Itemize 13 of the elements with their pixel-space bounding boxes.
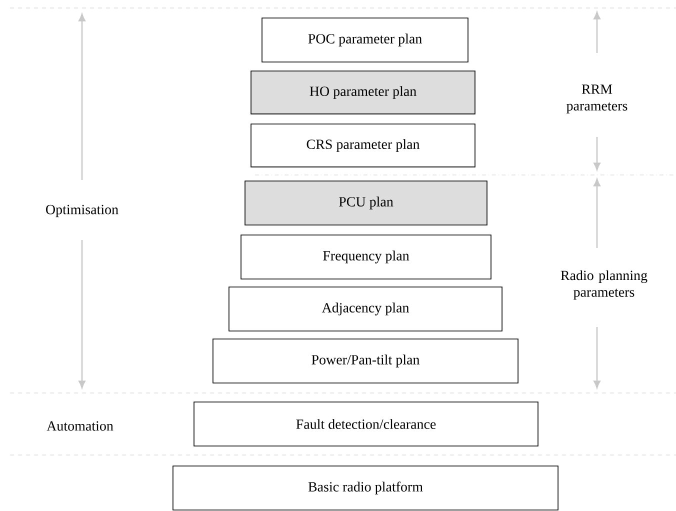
layer-label: Radio planning parameters (560, 270, 648, 300)
plan-box: HO parameter plan (250, 70, 476, 114)
plan-box: Power/Pan-tilt plan (212, 338, 518, 384)
plan-box: Frequency plan (240, 234, 492, 280)
layer-label: Optimisation (46, 204, 118, 218)
layer-label: Automation (46, 421, 114, 431)
layer-label: RRM parameters (566, 84, 628, 114)
plan-box: PCU plan (244, 180, 488, 226)
plan-box: CRS parameter plan (250, 124, 476, 168)
plan-box: POC parameter plan (262, 18, 468, 62)
plan-box: Adjacency plan (228, 286, 502, 332)
plan-box: Fault detection/clearance (194, 402, 538, 446)
plan-box: Basic radio platform (172, 466, 558, 510)
